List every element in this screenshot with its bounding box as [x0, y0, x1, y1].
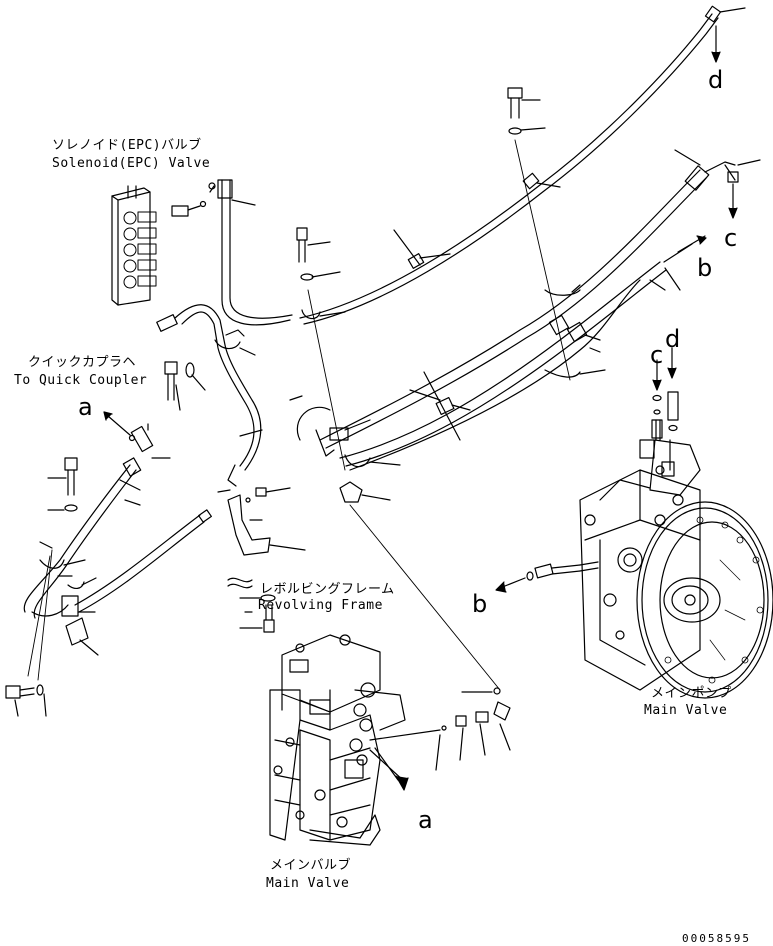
- ref-letter-d-upper: d: [708, 66, 724, 94]
- main-pump-label-jp: メインポンプ: [651, 686, 732, 701]
- ref-letter-c-lower: c: [650, 341, 664, 369]
- revolving-frame-label-en: Revolving Frame: [258, 598, 383, 613]
- bolt-upper-right: [507, 87, 571, 381]
- clamp-bracket-centre: [289, 395, 501, 695]
- main-valve-fittings: [435, 701, 511, 771]
- drawing-number: 00058595: [682, 932, 751, 945]
- pump-top-fittings: [651, 347, 679, 441]
- revolving-frame-label-jp: レボルビングフレーム: [260, 582, 395, 597]
- ref-letter-c-upper: c: [724, 224, 738, 252]
- main-valve-body: [269, 634, 447, 846]
- lower-left-hose: [5, 457, 212, 717]
- revolving-frame-bracket: [217, 487, 306, 633]
- bolt-clamp-upper: [296, 227, 346, 471]
- quick-coupler-label-jp: クイックカプラヘ: [28, 355, 137, 370]
- hose-lower: [349, 279, 641, 471]
- hose-to-c: [319, 149, 761, 449]
- solenoid-valve-label-en: Solenoid(EPC) Valve: [52, 156, 211, 171]
- main-pump-body: [579, 419, 773, 699]
- ref-letter-d-lower: d: [665, 325, 681, 353]
- arrow-to-a-upper: [103, 411, 171, 459]
- quick-coupler-label-en: To Quick Coupler: [14, 373, 148, 388]
- hose-to-d: [299, 5, 746, 325]
- main-valve-label-en: Main Valve: [266, 876, 350, 891]
- coupler-hose: [156, 304, 263, 487]
- ref-letter-a-upper: a: [78, 393, 93, 421]
- arrow-to-a-lower: [369, 749, 406, 783]
- ref-letter-b-upper: b: [697, 254, 713, 282]
- main-valve-label-jp: メインバルブ: [270, 858, 352, 873]
- main-pump-label-en: Main Valve: [644, 703, 728, 718]
- ref-letter-b-lower: b: [472, 590, 488, 618]
- hose-to-b: [339, 235, 707, 467]
- hose-clamps: [329, 172, 606, 468]
- epc-supply-hose: [208, 179, 293, 326]
- hose-b-fitting: [495, 561, 599, 593]
- ref-letter-a-lower: a: [418, 806, 433, 834]
- solenoid-valve-label-jp: ソレノイド(EPC)バルブ: [52, 138, 202, 153]
- solenoid-epc-valve: [111, 185, 207, 306]
